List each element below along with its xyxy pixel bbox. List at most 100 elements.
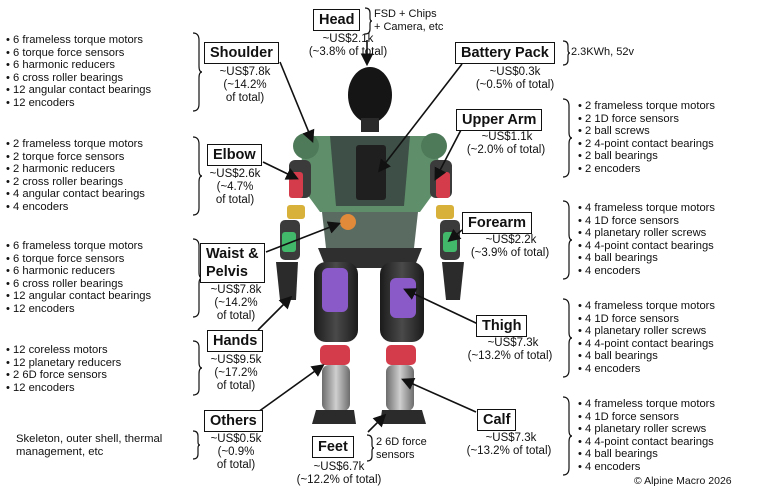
forearm-spec-list: 4 frameless torque motors 4 1D force sen… [578, 202, 715, 278]
shoulder-spec-item: 6 cross roller bearings [6, 72, 151, 85]
shoulder-share-line-2: of total) [200, 92, 290, 105]
hands-spec-list: 12 coreless motors 12 planetary reducers… [6, 344, 121, 394]
thigh-title: Thigh [476, 315, 527, 337]
upper-arm-spec-item: 2 4-point contact bearings [578, 138, 715, 151]
elbow-spec-list: 2 frameless torque motors 2 torque force… [6, 138, 145, 214]
upper-arm-spec-item: 2 1D force sensors [578, 113, 715, 126]
forearm-spec-item: 4 planetary roller screws [578, 227, 715, 240]
others-note-line-1: Skeleton, outer shell, thermal [16, 433, 162, 446]
forearm-title: Forearm [462, 212, 532, 234]
calf-spec-list: 4 frameless torque motors 4 1D force sen… [578, 398, 715, 474]
forearm-spec-item: 4 1D force sensors [578, 215, 715, 228]
battery-note: 2.3KWh, 52v [571, 46, 634, 59]
forearm-spec-item: 4 ball bearings [578, 252, 715, 265]
battery-bracket-icon [562, 40, 570, 66]
hands-share-line-2: of total) [198, 380, 274, 393]
elbow-spec-item: 4 angular contact bearings [6, 188, 145, 201]
shoulder-spec-item: 12 encoders [6, 97, 151, 110]
feet-cost: ~US$6.7k [294, 461, 384, 474]
feet-bracket-icon [366, 434, 374, 462]
upper-arm-spec-item: 2 frameless torque motors [578, 100, 715, 113]
robot-left-arm [276, 160, 311, 300]
calf-cost: ~US$7.3k [466, 432, 556, 445]
forearm-spec-item: 4 frameless torque motors [578, 202, 715, 215]
waist-spec-item: 12 encoders [6, 303, 151, 316]
head-bracket-icon [364, 7, 372, 35]
hands-share-line-1: (~17.2% [198, 367, 274, 380]
thigh-spec-item: 4 planetary roller screws [578, 325, 715, 338]
shoulder-spec-item: 6 frameless torque motors [6, 34, 151, 47]
waist-spec-item: 6 torque force sensors [6, 253, 151, 266]
upper-arm-share: (~2.0% of total) [450, 144, 562, 157]
battery-share: (~0.5% of total) [460, 79, 570, 92]
calf-share: (~13.2% of total) [450, 445, 568, 458]
shoulder-spec-list: 6 frameless torque motors 6 torque force… [6, 34, 151, 110]
thigh-spec-list: 4 frameless torque motors 4 1D force sen… [578, 300, 715, 376]
elbow-share-line-2: of total) [200, 194, 270, 207]
upper-arm-bracket-icon [562, 98, 572, 178]
thigh-cost: ~US$7.3k [468, 337, 558, 350]
calf-spec-item: 4 4-point contact bearings [578, 436, 715, 449]
others-cost: ~US$0.5k [198, 433, 274, 446]
calf-spec-item: 4 frameless torque motors [578, 398, 715, 411]
thigh-spec-item: 4 ball bearings [578, 350, 715, 363]
calf-spec-item: 4 encoders [578, 461, 715, 474]
forearm-cost: ~US$2.2k [466, 234, 556, 247]
head-note-line-2: + Camera, etc [374, 21, 443, 34]
feet-note-line-1: 2 6D force [376, 436, 427, 449]
waist-spec-item: 12 angular contact bearings [6, 290, 151, 303]
others-share-line-2: of total) [198, 459, 274, 472]
elbow-spec-item: 2 harmonic reducers [6, 163, 145, 176]
shoulder-share-line-1: (~14.2% [200, 79, 290, 92]
calf-spec-item: 4 1D force sensors [578, 411, 715, 424]
shoulder-spec-item: 6 harmonic reducers [6, 59, 151, 72]
hands-cost: ~US$9.5k [198, 354, 274, 367]
elbow-spec-item: 2 frameless torque motors [6, 138, 145, 151]
battery-cost: ~US$0.3k [470, 66, 560, 79]
others-share-line-1: (~0.9% [198, 446, 274, 459]
waist-spec-item: 6 harmonic reducers [6, 265, 151, 278]
upper-arm-spec-item: 2 ball bearings [578, 150, 715, 163]
elbow-spec-item: 2 cross roller bearings [6, 176, 145, 189]
waist-title-line-2: Pelvis [206, 263, 259, 281]
upper-arm-title: Upper Arm [456, 109, 542, 131]
thigh-bracket-icon [562, 298, 572, 378]
robot-left-leg [312, 262, 358, 424]
calf-title: Calf [477, 409, 516, 431]
waist-spec-list: 6 frameless torque motors 6 torque force… [6, 240, 151, 316]
waist-cost: ~US$7.8k [196, 284, 276, 297]
waist-title-line-1: Waist & [206, 245, 259, 263]
calf-bracket-icon [562, 396, 572, 476]
robot-head [348, 67, 392, 132]
battery-pack-title: Battery Pack [455, 42, 555, 64]
robot-right-leg [380, 262, 426, 424]
waist-share-line-1: (~14.2% [196, 297, 276, 310]
feet-share: (~12.2% of total) [280, 474, 398, 487]
thigh-spec-item: 4 frameless torque motors [578, 300, 715, 313]
others-title: Others [204, 410, 263, 432]
feet-title: Feet [312, 436, 354, 458]
forearm-spec-item: 4 4-point contact bearings [578, 240, 715, 253]
head-cost: ~US$2.1k [302, 33, 394, 46]
hands-title: Hands [207, 330, 263, 352]
thigh-spec-item: 4 4-point contact bearings [578, 338, 715, 351]
calf-spec-item: 4 ball bearings [578, 448, 715, 461]
hands-spec-item: 12 planetary reducers [6, 357, 121, 370]
waist-pelvis-title: Waist & Pelvis [200, 243, 265, 283]
elbow-share-line-1: (~4.7% [200, 181, 270, 194]
upper-arm-spec-item: 2 encoders [578, 163, 715, 176]
waist-spec-item: 6 cross roller bearings [6, 278, 151, 291]
waist-share-line-2: of total) [196, 310, 276, 323]
head-share: (~3.8% of total) [292, 46, 404, 59]
forearm-share: (~3.9% of total) [454, 247, 566, 260]
forearm-spec-item: 4 encoders [578, 265, 715, 278]
waist-spec-item: 6 frameless torque motors [6, 240, 151, 253]
thigh-spec-item: 4 1D force sensors [578, 313, 715, 326]
upper-arm-spec-item: 2 ball screws [578, 125, 715, 138]
thigh-spec-item: 4 encoders [578, 363, 715, 376]
shoulder-cost: ~US$7.8k [200, 66, 290, 79]
robot-torso [300, 136, 440, 248]
hands-spec-item: 12 encoders [6, 382, 121, 395]
others-note-line-2: management, etc [16, 446, 103, 459]
copyright-text: © Alpine Macro 2026 [634, 475, 732, 488]
